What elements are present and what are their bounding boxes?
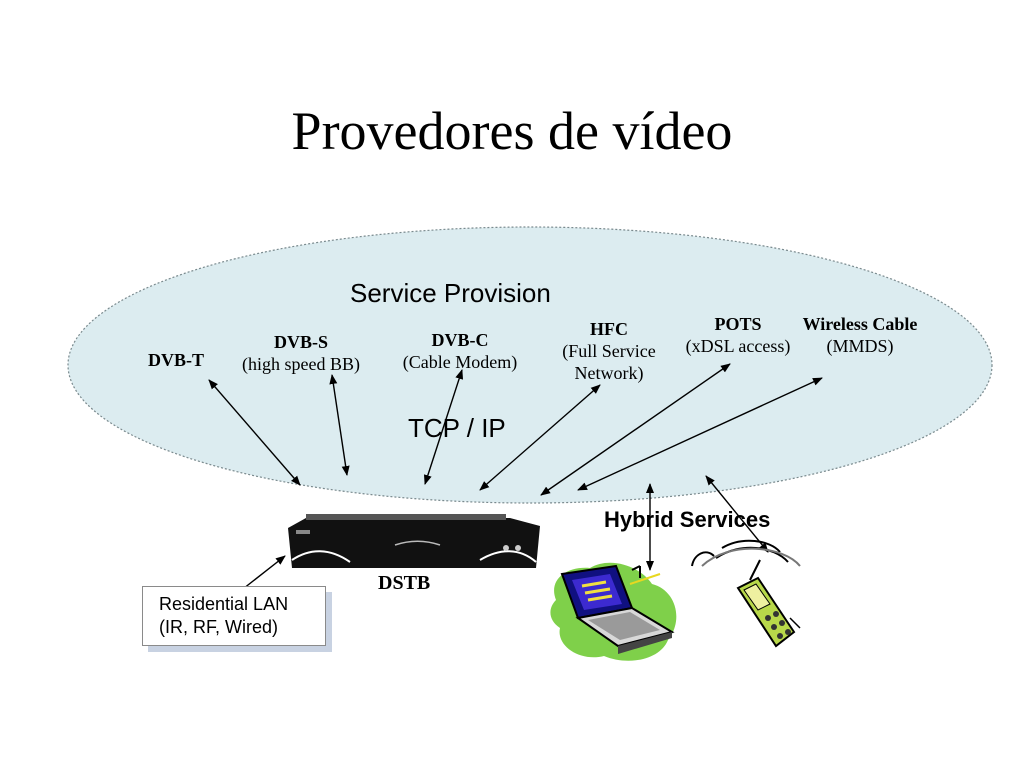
network-dvb-s: DVB-S (high speed BB): [230, 331, 372, 375]
network-detail-2: Network): [574, 363, 644, 383]
arrow-wireless-cable: [577, 377, 823, 491]
network-pots: POTS (xDSL access): [672, 313, 804, 357]
laptop-icon: [550, 562, 677, 661]
slide-title: Provedores de vídeo: [291, 101, 733, 161]
network-hfc: HFC (Full Service Network): [548, 318, 670, 384]
network-name: Wireless Cable: [802, 314, 918, 334]
tcp-ip-label: TCP / IP: [408, 413, 506, 443]
network-detail: (xDSL access): [685, 336, 791, 356]
residential-lan-box: Residential LAN (IR, RF, Wired): [142, 586, 326, 646]
network-name: DVB-C: [431, 330, 489, 350]
network-dvb-t: DVB-T: [148, 349, 204, 371]
lan-line-2: (IR, RF, Wired): [159, 617, 278, 637]
hybrid-services-label: Hybrid Services: [604, 507, 771, 532]
network-dvb-c: DVB-C (Cable Modem): [392, 329, 528, 373]
arrow-dvb-t: [208, 379, 301, 486]
network-name: HFC: [590, 319, 628, 339]
set-top-box-icon: [288, 514, 540, 568]
service-provision-label: Service Provision: [350, 278, 551, 308]
network-name: DVB-T: [148, 350, 205, 370]
network-wireless-cable: Wireless Cable (MMDS): [790, 313, 930, 357]
network-detail: (high speed BB): [242, 354, 360, 374]
network-detail: (Cable Modem): [402, 352, 518, 372]
service-provision-cloud: [67, 226, 993, 504]
mobile-phone-icon: [691, 539, 801, 648]
arrow-dvb-c: [423, 369, 464, 485]
network-name: POTS: [714, 314, 762, 334]
arrow-dvb-s: [329, 374, 350, 476]
network-detail: (MMDS): [826, 336, 894, 356]
lan-line-1: Residential LAN: [159, 594, 289, 614]
network-detail: (Full Service: [562, 341, 656, 361]
arrow-hybrid-phone: [705, 475, 769, 553]
network-name: DVB-S: [273, 332, 328, 352]
dstb-label: DSTB: [378, 572, 431, 594]
